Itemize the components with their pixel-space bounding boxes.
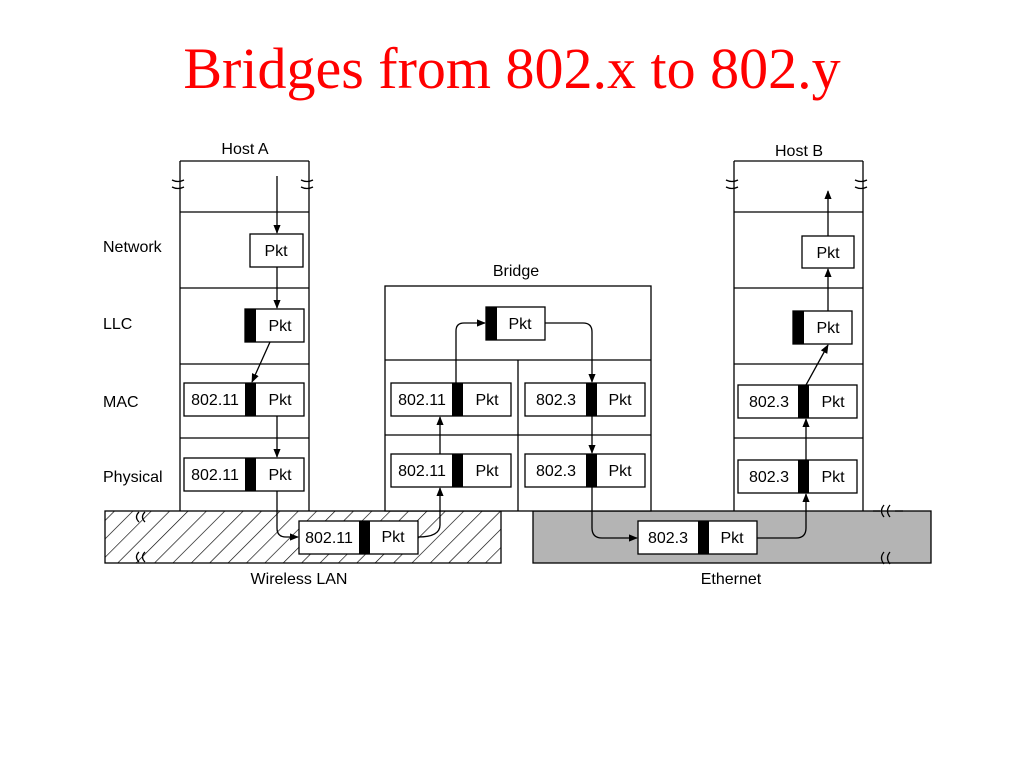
host-b-stack: Host B Pkt Pkt 802.3 Pkt 802.3 Pkt bbox=[725, 143, 868, 539]
bridge-arrow-llc-to-mac bbox=[545, 322, 596, 383]
bridge-left-mac-frame-box bbox=[390, 382, 512, 417]
layer-label-mac: MAC bbox=[103, 394, 139, 411]
ethernet-frame-box bbox=[637, 520, 758, 555]
bridge-left-mac-header-mark bbox=[452, 383, 463, 416]
host-a-phys-header-mark bbox=[245, 458, 256, 491]
bridge-right-phys-pkt: Pkt bbox=[608, 463, 632, 480]
ethernet-frame: 802.3 Pkt bbox=[637, 520, 758, 555]
host-b-arrow-ethernet-to-phys bbox=[757, 493, 810, 539]
bridge-right-phys-header-mark bbox=[586, 454, 597, 487]
host-a-phys-pkt: Pkt bbox=[268, 467, 292, 484]
host-a-mac-header-mark bbox=[245, 383, 256, 416]
host-b-phys-header: 802.3 bbox=[749, 469, 789, 486]
bridge-right-mac-pkt: Pkt bbox=[608, 392, 632, 409]
host-a-arrow-llc-to-mac bbox=[251, 341, 271, 383]
bridge-right-phys-header: 802.3 bbox=[536, 463, 576, 480]
bridge-label: Bridge bbox=[493, 263, 539, 280]
host-b-mac-header-mark bbox=[798, 385, 809, 418]
host-b-phys-header-mark bbox=[798, 460, 809, 493]
host-a-phys-frame-box bbox=[183, 457, 305, 492]
host-a-arrow-phys-to-wireless bbox=[276, 491, 299, 541]
bridge-left-phys-pkt: Pkt bbox=[475, 463, 499, 480]
bridge-left-phys-header-mark bbox=[452, 454, 463, 487]
bridge-arrow-phys-to-ethernet bbox=[591, 487, 638, 542]
slide-title: Bridges from 802.x to 802.y bbox=[183, 36, 841, 101]
wireless-frame-pkt: Pkt bbox=[381, 529, 405, 546]
host-a-mac-header: 802.11 bbox=[191, 392, 239, 409]
bridge-stack: Bridge Pkt 802.11 Pkt 802.11 Pkt 802.3 P… bbox=[384, 263, 652, 542]
host-b-mac-frame-box bbox=[737, 384, 858, 419]
wireless-frame: 802.11 Pkt bbox=[298, 520, 419, 555]
bridge-right-mac-header-mark bbox=[586, 383, 597, 416]
host-b-label: Host B bbox=[775, 143, 823, 160]
host-a-stack: Host A Pkt Pkt 802.11 Pkt 802.11 Pkt bbox=[171, 141, 314, 541]
host-b-network-pkt: Pkt bbox=[816, 245, 840, 262]
bridge-right-mac-header: 802.3 bbox=[536, 392, 576, 409]
bridge-left-phys-frame-box bbox=[390, 453, 512, 488]
host-a-llc-pkt: Pkt bbox=[268, 318, 292, 335]
host-b-phys-pkt: Pkt bbox=[821, 469, 845, 486]
host-b-mac-pkt: Pkt bbox=[821, 394, 845, 411]
ethernet-frame-header: 802.3 bbox=[648, 530, 688, 547]
host-b-llc-pkt: Pkt bbox=[816, 320, 840, 337]
host-a-network-pkt: Pkt bbox=[264, 243, 288, 260]
host-a-phys-header: 802.11 bbox=[191, 467, 239, 484]
wireless-frame-header-mark bbox=[359, 521, 370, 554]
host-a-mac-frame-box bbox=[183, 382, 305, 417]
host-a-network-pkt-box bbox=[249, 233, 304, 268]
host-a-mac-pkt: Pkt bbox=[268, 392, 292, 409]
bridge-left-mac-header: 802.11 bbox=[398, 392, 446, 409]
wireless-lan-label: Wireless LAN bbox=[251, 571, 348, 588]
bridge-right-mac-frame-box bbox=[524, 382, 646, 417]
host-b-llc-header-mark bbox=[793, 311, 804, 344]
host-b-phys-frame-box bbox=[737, 459, 858, 494]
host-b-arrow-mac-to-llc bbox=[805, 344, 829, 386]
ethernet-label: Ethernet bbox=[701, 571, 762, 588]
bridge-arrow-wireless-to-phys bbox=[417, 487, 444, 538]
host-a-label: Host A bbox=[221, 141, 268, 158]
host-b-mac-header: 802.3 bbox=[749, 394, 789, 411]
bridge-llc-pkt: Pkt bbox=[508, 316, 532, 333]
ethernet-frame-pkt: Pkt bbox=[720, 530, 744, 547]
bridge-llc-header-mark bbox=[486, 307, 497, 340]
ethernet-frame-header-mark bbox=[698, 521, 709, 554]
bridge-right-phys-frame-box bbox=[524, 453, 646, 488]
bridge-left-mac-pkt: Pkt bbox=[475, 392, 499, 409]
wireless-frame-header: 802.11 bbox=[305, 530, 353, 547]
bridge-left-phys-header: 802.11 bbox=[398, 463, 446, 480]
wireless-frame-box bbox=[298, 520, 419, 555]
host-a-llc-header-mark bbox=[245, 309, 256, 342]
bridge-arrow-mac-to-llc bbox=[455, 319, 486, 383]
media-break-marks bbox=[135, 504, 903, 565]
layer-label-network: Network bbox=[103, 239, 163, 256]
layer-label-llc: LLC bbox=[103, 316, 132, 333]
layer-label-physical: Physical bbox=[103, 469, 163, 486]
